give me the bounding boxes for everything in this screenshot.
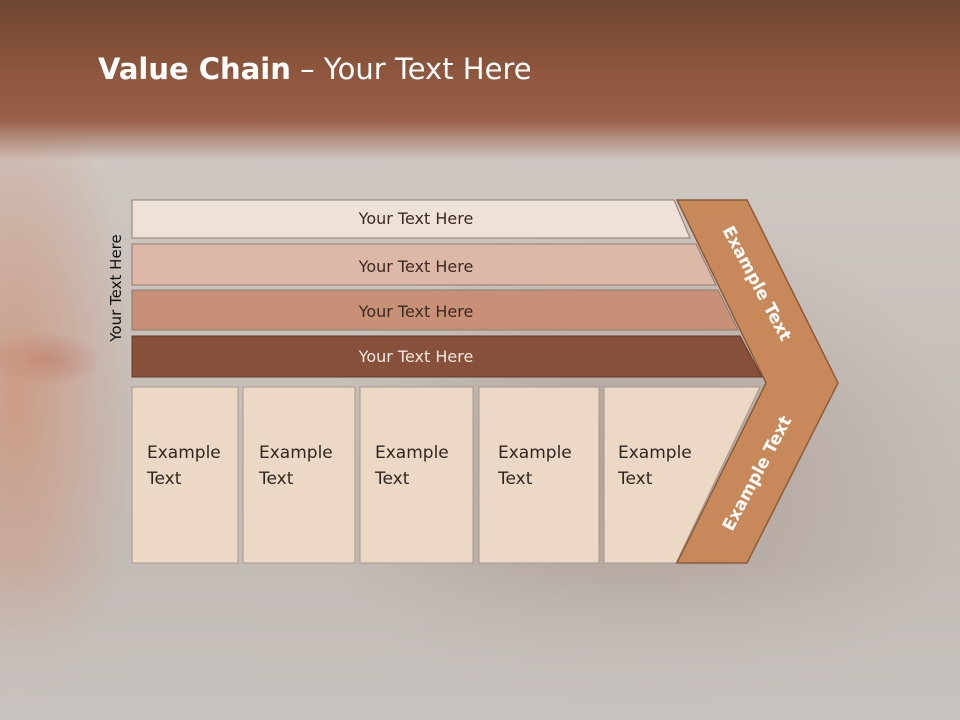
primary-box-5	[603, 386, 761, 564]
primary-box-2	[242, 386, 356, 564]
support-bar-3-label: Your Text Here	[358, 302, 474, 321]
header-band	[0, 0, 960, 160]
primary-box-3-line2: Text	[375, 469, 410, 489]
support-bar-1-label: Your Text Here	[358, 209, 474, 228]
side-label: Your Text Here	[107, 234, 125, 342]
primary-box-4	[478, 386, 600, 564]
primary-box-5-line1: Example	[618, 443, 692, 463]
support-bar-3	[131, 289, 739, 331]
primary-box-2-text: Example Text	[259, 440, 333, 492]
primary-box-4-line2: Text	[498, 469, 533, 489]
primary-box-5-text: Example Text	[618, 440, 692, 492]
primary-box-1-text: Example Text	[147, 440, 221, 492]
margin-chevron	[675, 199, 839, 564]
primary-box-1-line1: Example	[147, 443, 221, 463]
primary-box-3	[359, 386, 474, 564]
title-rest: – Your Text Here	[290, 52, 532, 86]
primary-box-5-line2: Text	[618, 469, 653, 489]
page-title: Value Chain – Your Text Here	[98, 52, 532, 86]
support-bar-4-label: Your Text Here	[358, 347, 474, 366]
primary-box-3-line1: Example	[375, 443, 449, 463]
support-bar-4	[131, 335, 763, 378]
primary-box-2-line1: Example	[259, 443, 333, 463]
title-bold: Value Chain	[98, 52, 291, 86]
support-bar-2-label: Your Text Here	[358, 257, 474, 276]
primary-box-2-line2: Text	[259, 469, 294, 489]
primary-box-4-line1: Example	[498, 443, 572, 463]
primary-box-4-text: Example Text	[498, 440, 572, 492]
primary-box-1-line2: Text	[147, 469, 182, 489]
primary-box-1	[131, 386, 239, 564]
primary-box-3-text: Example Text	[375, 440, 449, 492]
support-bar-1	[131, 199, 691, 239]
support-bar-2	[131, 243, 717, 286]
